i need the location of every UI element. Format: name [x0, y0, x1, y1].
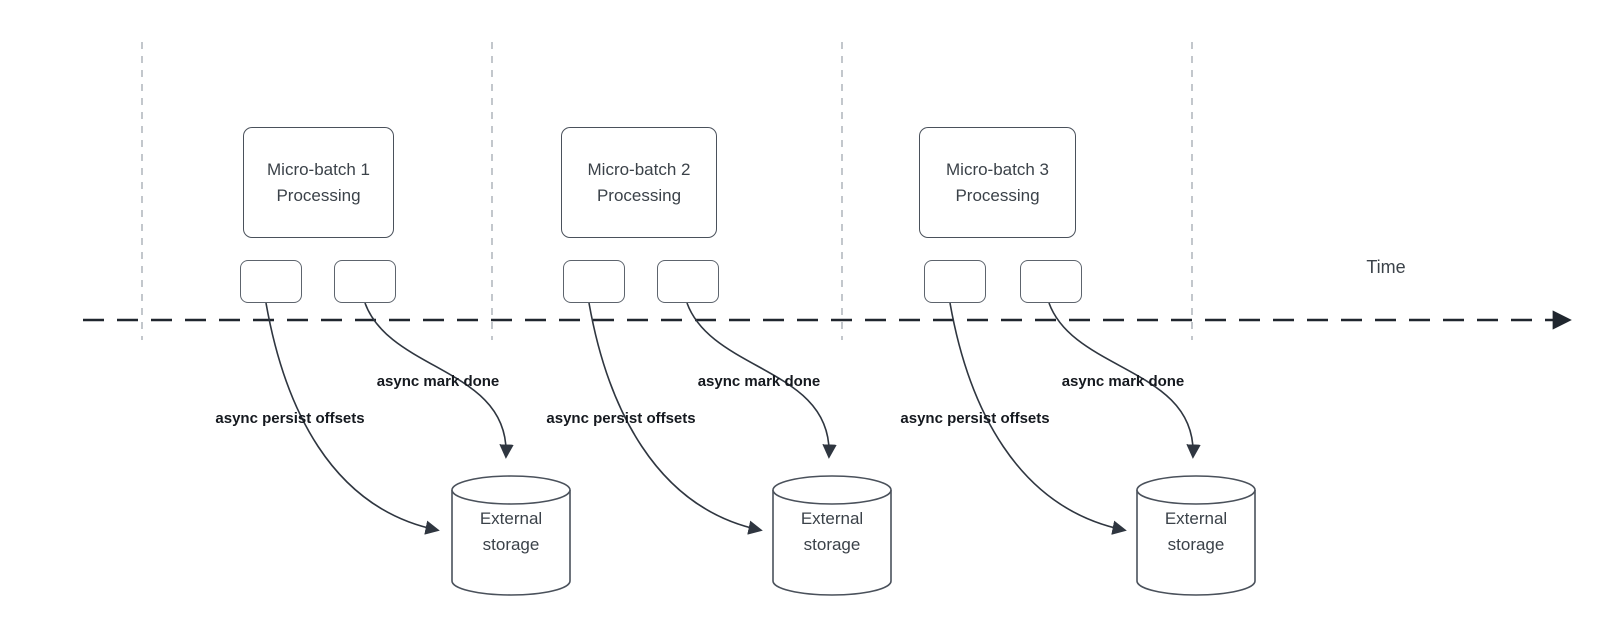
persist-offsets-task-box-1 [240, 260, 302, 303]
external-storage-cylinder-3 [1136, 475, 1256, 596]
microbatch-1-processing-box: Micro-batch 1 Processing [243, 127, 394, 238]
microbatch-1-processing-label: Micro-batch 1 Processing [267, 160, 370, 205]
persist-offsets-label-2: async persist offsets [546, 410, 696, 427]
mark-done-task-box-3 [1020, 260, 1082, 303]
mark-done-arrow-1 [364, 302, 514, 459]
persist-offsets-arrow-2 [588, 302, 763, 535]
persist-offsets-arrow-1 [265, 302, 440, 535]
persist-offsets-task-box-3 [924, 260, 986, 303]
persist-offsets-label-1: async persist offsets [215, 410, 365, 427]
timeline-label: Time [1366, 257, 1406, 277]
mark-done-arrow-2 [686, 302, 837, 459]
mark-done-label-3: async mark done [1061, 373, 1185, 390]
external-storage-label-1: External storage [479, 509, 543, 555]
persist-offsets-label-3: async persist offsets [900, 410, 1050, 427]
external-storage-cylinder-1 [451, 475, 571, 596]
mark-done-arrow-3 [1048, 302, 1201, 459]
mark-done-task-box-1 [334, 260, 396, 303]
microbatch-2-processing-label: Micro-batch 2 Processing [587, 160, 691, 205]
external-storage-cylinder-2 [772, 475, 892, 596]
mark-done-label-1: async mark done [376, 373, 500, 390]
external-storage-label-2: External storage [800, 509, 864, 555]
mark-done-task-box-2 [657, 260, 719, 303]
microbatch-2-processing-box: Micro-batch 2 Processing [561, 127, 717, 238]
persist-offsets-arrow-3 [949, 302, 1127, 535]
external-storage-label-3: External storage [1164, 509, 1228, 555]
microbatch-3-processing-label: Micro-batch 3 Processing [946, 160, 1049, 205]
persist-offsets-task-box-2 [563, 260, 625, 303]
microbatch-3-processing-box: Micro-batch 3 Processing [919, 127, 1076, 238]
mark-done-label-2: async mark done [697, 373, 821, 390]
